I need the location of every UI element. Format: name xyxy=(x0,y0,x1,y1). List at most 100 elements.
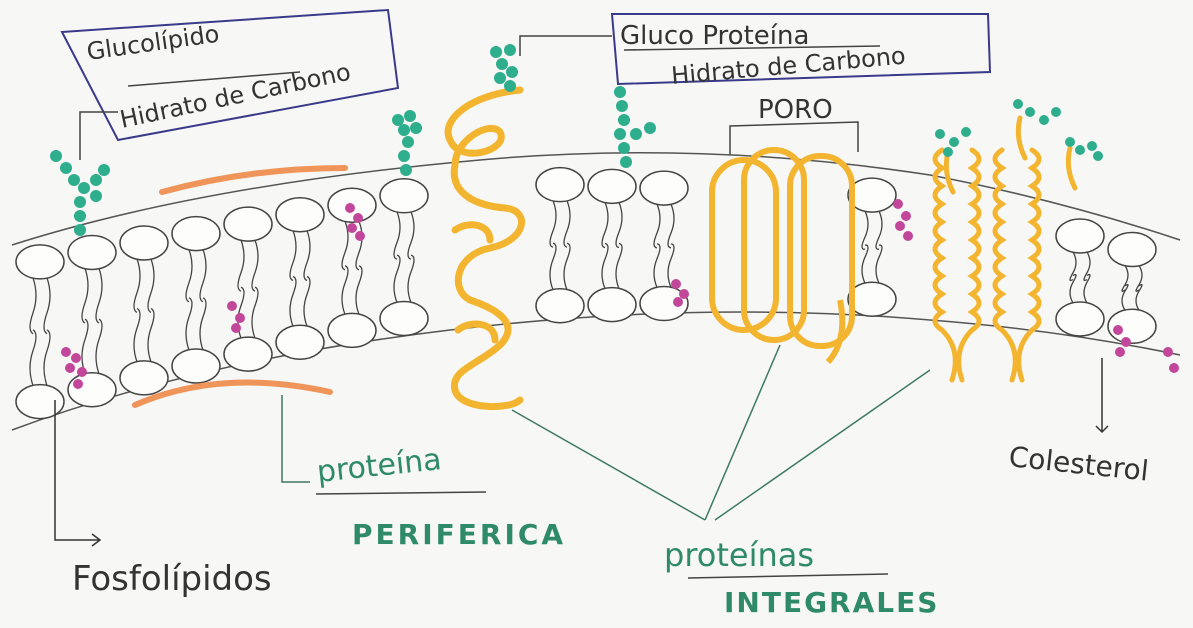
phospholipid-tail xyxy=(186,250,192,302)
phospholipid-head xyxy=(1108,233,1156,267)
glycolipid-carbohydrate-label: Hidrato de Carbono xyxy=(117,58,353,134)
cholesterol-5 xyxy=(893,199,913,241)
phospholipid-tail xyxy=(564,201,570,248)
phospholipid-tail xyxy=(876,211,882,249)
phospholipid-tail xyxy=(44,330,50,386)
phospholipid-head xyxy=(380,179,428,213)
phospholipid-head xyxy=(640,171,688,205)
phospholipid-head xyxy=(68,373,116,407)
phospholipid-head xyxy=(120,226,168,260)
phospholipid-tail xyxy=(654,244,660,288)
pore-label: PORO xyxy=(758,95,833,125)
phospholipid-tail xyxy=(342,266,348,315)
phospholipid-tail xyxy=(394,255,400,302)
peripheral-protein-type-label: PERIFERICA xyxy=(352,518,566,551)
phospholipid-head xyxy=(16,245,64,279)
glycolipid-carbohydrate-chain xyxy=(50,150,110,236)
phospholipid-head xyxy=(224,207,272,241)
phospholipid-tail xyxy=(96,319,102,374)
pore-label-group: PORO xyxy=(730,95,858,155)
phospholipid-tail xyxy=(550,243,556,290)
phospholipid-head xyxy=(276,198,324,232)
phospholipid-tail xyxy=(134,308,140,361)
phospholipid-tail xyxy=(252,240,258,291)
phospholipid-head xyxy=(588,169,636,203)
integral-protein-helix xyxy=(448,90,521,407)
integral-proteins-label: proteínas xyxy=(664,536,814,574)
phospholipids-label: Fosfolípidos xyxy=(72,559,272,599)
phospholipid-tail xyxy=(96,268,102,323)
phospholipid-head xyxy=(328,313,376,347)
phospholipid-tail xyxy=(148,259,154,312)
phospholipid-tail xyxy=(1084,252,1090,280)
phospholipid-tail xyxy=(238,240,244,291)
phospholipid-head xyxy=(536,289,584,323)
phospholipid-head xyxy=(172,217,220,251)
glycoprotein-label-box: Gluco Proteína Hidrato de Carbono xyxy=(520,14,990,90)
phospholipid-tail xyxy=(134,259,140,312)
integral-protein-pore xyxy=(712,150,852,362)
phospholipid-tail xyxy=(44,278,50,334)
phospholipid-tail xyxy=(602,202,608,247)
phospholipid-tail xyxy=(616,244,622,289)
phospholipid-head xyxy=(848,282,896,316)
bundle-helix xyxy=(995,150,1015,380)
bundle-stalk xyxy=(1068,148,1075,188)
phospholipid-tail xyxy=(550,201,556,248)
phospholipid-tail xyxy=(82,268,88,323)
glycoprotein-carbohydrate-chain xyxy=(490,44,518,92)
phospholipid-head xyxy=(1056,302,1104,336)
phospholipid-tail xyxy=(30,330,36,386)
phospholipid-tail xyxy=(252,287,258,338)
phospholipid-bilayer xyxy=(16,168,1156,419)
phospholipid-head xyxy=(536,168,584,202)
phospholipid-tail xyxy=(408,255,414,302)
phospholipid-head xyxy=(172,349,220,383)
phospholipid-tail xyxy=(304,231,310,281)
phospholipid-tail xyxy=(654,204,660,248)
phospholipid-tail xyxy=(564,243,570,290)
phospholipid-tail xyxy=(408,212,414,259)
glycolipid-label-box: Glucolípido Hidrato de Carbono xyxy=(62,10,398,160)
phospholipid-tail xyxy=(862,211,868,249)
phospholipid-tail xyxy=(304,276,310,326)
glycoprotein-label: Gluco Proteína xyxy=(620,21,809,51)
glycoprotein-carbohydrate-chain-2 xyxy=(614,86,656,168)
cholesterol-2 xyxy=(227,301,245,333)
phospholipid-tail xyxy=(616,202,622,247)
phospholipid-tail xyxy=(290,276,296,326)
integral-protein-bundle xyxy=(935,118,1075,380)
phospholipid-head xyxy=(224,337,272,371)
peripheral-protein-label: proteína xyxy=(315,442,443,490)
phospholipid-tail xyxy=(186,298,192,350)
phospholipid-tail xyxy=(30,278,36,334)
phospholipid-head xyxy=(276,325,324,359)
bundle-helix xyxy=(1019,150,1039,380)
phospholipid-tail xyxy=(82,319,88,374)
phospholipid-tail xyxy=(290,231,296,281)
phospholipid-head xyxy=(120,361,168,395)
phospholipid-tail xyxy=(602,244,608,289)
phospholipid-head xyxy=(588,288,636,322)
bundle-helix xyxy=(959,150,979,380)
phospholipid-tail xyxy=(1070,275,1076,303)
phospholipid-head xyxy=(1056,219,1104,253)
integral-proteins-type-label: INTEGRALES xyxy=(724,586,939,619)
phospholipid-tail xyxy=(148,308,154,361)
phospholipid-tail xyxy=(1084,275,1090,303)
phospholipid-tail xyxy=(1070,252,1076,280)
bundle-stalk xyxy=(1018,118,1025,158)
phospholipid-tail xyxy=(200,250,206,302)
phospholipid-tail xyxy=(356,266,362,315)
phospholipid-tail xyxy=(668,204,674,248)
phospholipid-head xyxy=(848,178,896,212)
phospholipid-tail xyxy=(862,245,868,283)
phospholipid-head xyxy=(68,235,116,269)
phospholipid-tail xyxy=(394,212,400,259)
cholesterol-label: Colesterol xyxy=(1007,440,1150,487)
phospholipid-tail xyxy=(876,245,882,283)
bundle-stalk xyxy=(946,152,953,192)
phospholipid-tail xyxy=(200,298,206,350)
